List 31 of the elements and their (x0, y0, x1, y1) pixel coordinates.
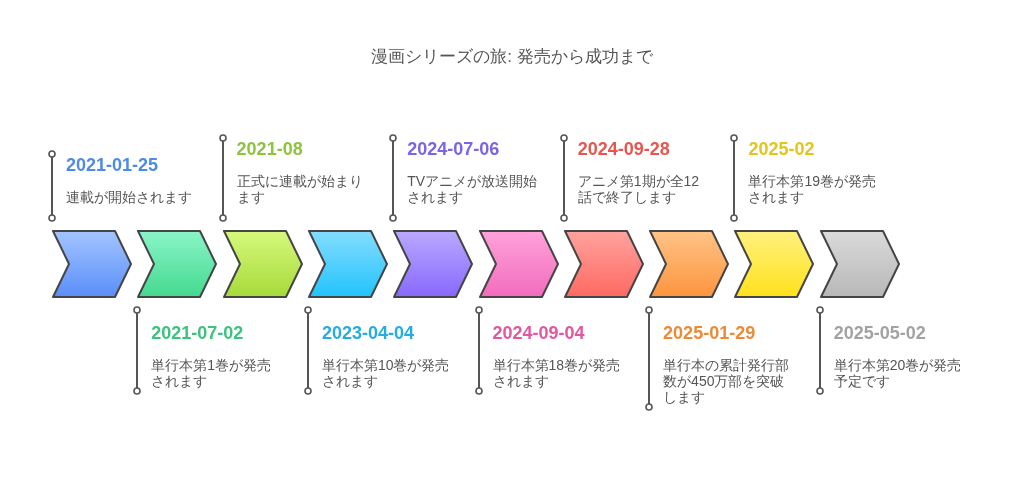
date-label: 2024-09-28 (577, 138, 670, 160)
event-description: TVアニメが放送開始されます (407, 173, 539, 205)
timeline-segment (52, 230, 132, 298)
timeline-segment (393, 230, 474, 298)
timeline-segment (307, 230, 388, 298)
date-label: 2025-05-02 (833, 322, 926, 344)
timeline-segment (478, 230, 559, 298)
event-description: 単行本の累計発行部数が450万部を突破します (663, 357, 791, 405)
event-description: 単行本第19巻が発売されます (748, 173, 877, 205)
date-label: 2021-07-02 (151, 322, 244, 344)
timeline-segment (137, 230, 218, 298)
date-label: 2021-08 (236, 138, 303, 160)
event-description: アニメ第1期が全12話で終了します (577, 173, 701, 205)
date-label: 2024-07-06 (407, 138, 500, 160)
date-label: 2024-09-04 (492, 322, 585, 344)
timeline-segment (222, 230, 303, 298)
timeline-segment (734, 230, 815, 298)
date-label: 2021-01-25 (66, 154, 159, 176)
event-description: 単行本第1巻が発売されます (151, 357, 273, 389)
timeline-segment (649, 230, 730, 298)
date-label: 2025-01-29 (663, 322, 756, 344)
event-description: 単行本第10巻が発売されます (321, 357, 451, 389)
event-description: 正式に連載が始まります (236, 173, 364, 205)
date-label: 2023-04-04 (321, 322, 414, 344)
timeline-segment (819, 230, 900, 298)
event-description: 連載が開始されます (66, 189, 193, 205)
diagram-title: 漫画シリーズの旅: 発売から成功まで (371, 46, 653, 68)
event-description: 単行本第18巻が発売されます (492, 357, 622, 389)
date-label: 2025-02 (748, 138, 815, 160)
event-description: 単行本第20巻が発売予定です (833, 357, 963, 389)
timeline-segment (563, 230, 644, 298)
